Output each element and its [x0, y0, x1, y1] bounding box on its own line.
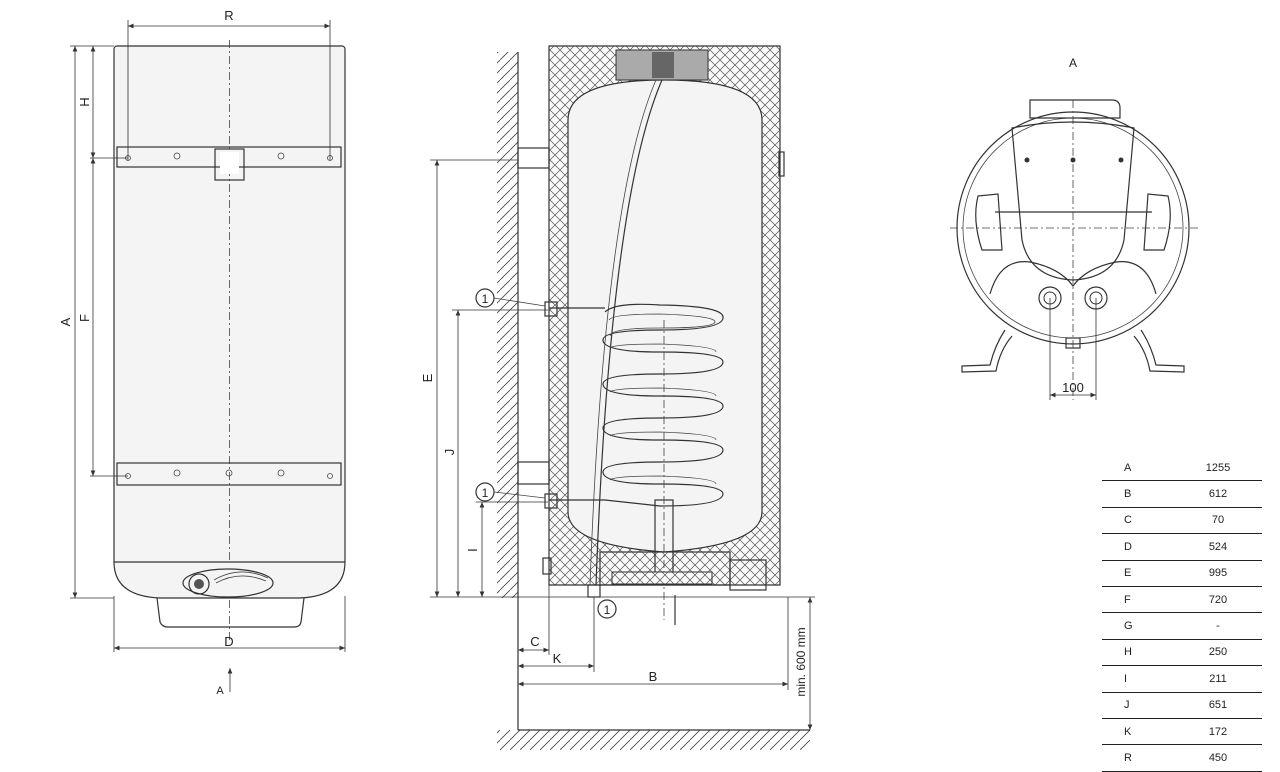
dim-label-C: C [530, 634, 539, 649]
min-distance-label: min. 600 mm [794, 627, 808, 696]
dimension-key: F [1102, 586, 1174, 614]
front-bottom-bracket [116, 462, 342, 486]
view-arrow-label: A [216, 685, 224, 697]
dimension-key: J [1102, 692, 1174, 719]
dimension-key: D [1102, 533, 1174, 561]
dim-label-D: D [224, 634, 233, 649]
dimension-value: 450 [1174, 744, 1262, 772]
dim-label-E: E [420, 373, 435, 382]
port-marker-bottom: 1 [604, 603, 611, 617]
dimension-value: - [1174, 612, 1262, 640]
dimension-value: 720 [1174, 586, 1262, 614]
dim-label-100: 100 [1062, 380, 1084, 395]
heat-exchanger-coil [544, 301, 724, 509]
dimension-key: C [1102, 507, 1174, 535]
dimension-key: R [1102, 744, 1174, 772]
view-a: A 100 [950, 56, 1200, 400]
dimension-key: H [1102, 639, 1174, 667]
dimension-value: 70 [1174, 507, 1262, 535]
dimension-value: 211 [1174, 665, 1262, 693]
dim-label-R: R [224, 8, 233, 23]
dim-label-K: K [553, 651, 562, 666]
dim-label-B: B [649, 669, 658, 684]
floor-hatch [497, 730, 810, 750]
dimension-value: 250 [1174, 639, 1262, 667]
dim-label-I: I [465, 548, 480, 552]
port-marker-lower: 1 [482, 486, 489, 500]
dimension-value: 651 [1174, 692, 1262, 719]
table-row: G- [1102, 612, 1262, 640]
dim-label-F: F [77, 314, 92, 322]
dimension-key: G [1102, 612, 1174, 640]
wall-hatch [497, 52, 518, 598]
dimension-value: 1255 [1174, 455, 1262, 482]
dimension-key: I [1102, 665, 1174, 693]
dimension-value: 995 [1174, 560, 1262, 587]
front-bottom-cover [113, 561, 346, 599]
dimension-key: E [1102, 560, 1174, 587]
dimension-value: 172 [1174, 718, 1262, 746]
dimension-key: A [1102, 455, 1174, 482]
dimension-value: 612 [1174, 480, 1262, 508]
dim-label-H: H [77, 97, 92, 106]
dim-label-J: J [442, 449, 457, 456]
inner-vessel [567, 79, 763, 553]
dim-label-A: A [58, 317, 73, 326]
thermostat-knob-icon [188, 573, 210, 595]
dimension-key: K [1102, 718, 1174, 746]
dimension-value: 524 [1174, 533, 1262, 561]
front-view: R A H F D A [58, 8, 346, 697]
dimension-key: B [1102, 480, 1174, 508]
port-marker-upper: 1 [482, 292, 489, 306]
view-a-title: A [1069, 56, 1077, 70]
side-section-view: 1 1 1 E J I C K B min. 600 mm [420, 45, 815, 750]
